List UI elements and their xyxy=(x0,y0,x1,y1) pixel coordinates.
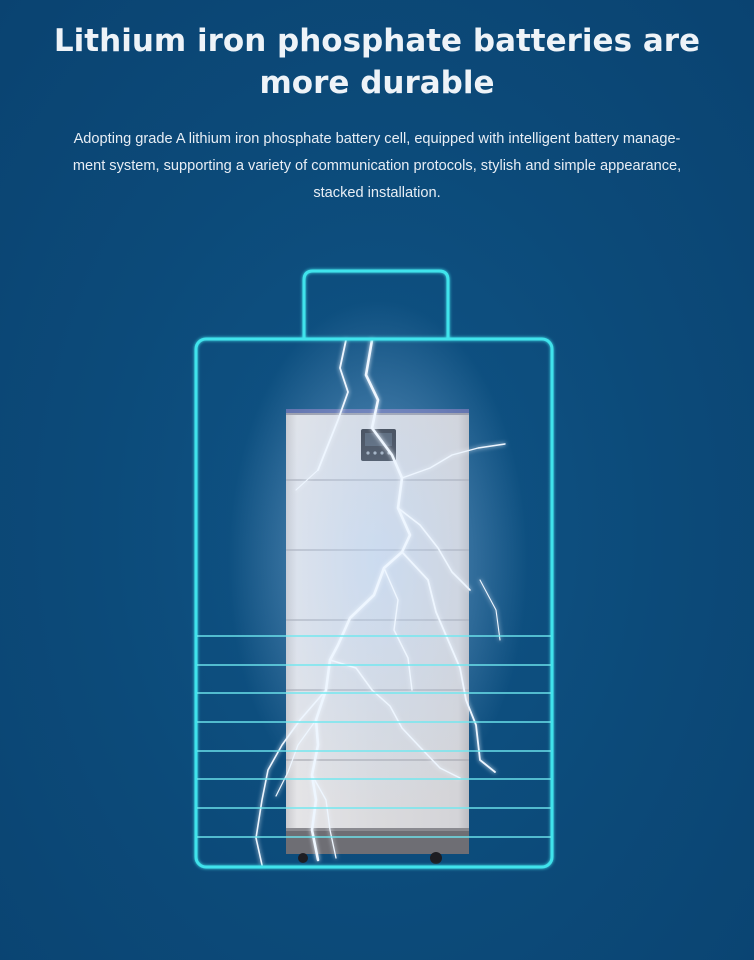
lightning-icon xyxy=(255,338,506,866)
wheel-left-icon xyxy=(298,853,308,863)
description-line-1: Adopting grade A lithium iron phosphate … xyxy=(73,131,681,147)
description-line-3: stacked installation. xyxy=(313,185,441,201)
title-line-1: Lithium iron phosphate batteries are xyxy=(53,23,701,59)
wheel-right-icon xyxy=(430,852,442,864)
battery-outline-icon xyxy=(194,269,554,869)
page-title: Lithium iron phosphate batteries are mor… xyxy=(0,20,754,104)
title-line-2: more durable xyxy=(259,65,495,101)
charge-level-lines xyxy=(197,635,551,838)
description-line-2: ment system, supporting a variety of com… xyxy=(72,158,682,174)
feature-description: Adopting grade A lithium iron phosphate … xyxy=(40,126,714,207)
